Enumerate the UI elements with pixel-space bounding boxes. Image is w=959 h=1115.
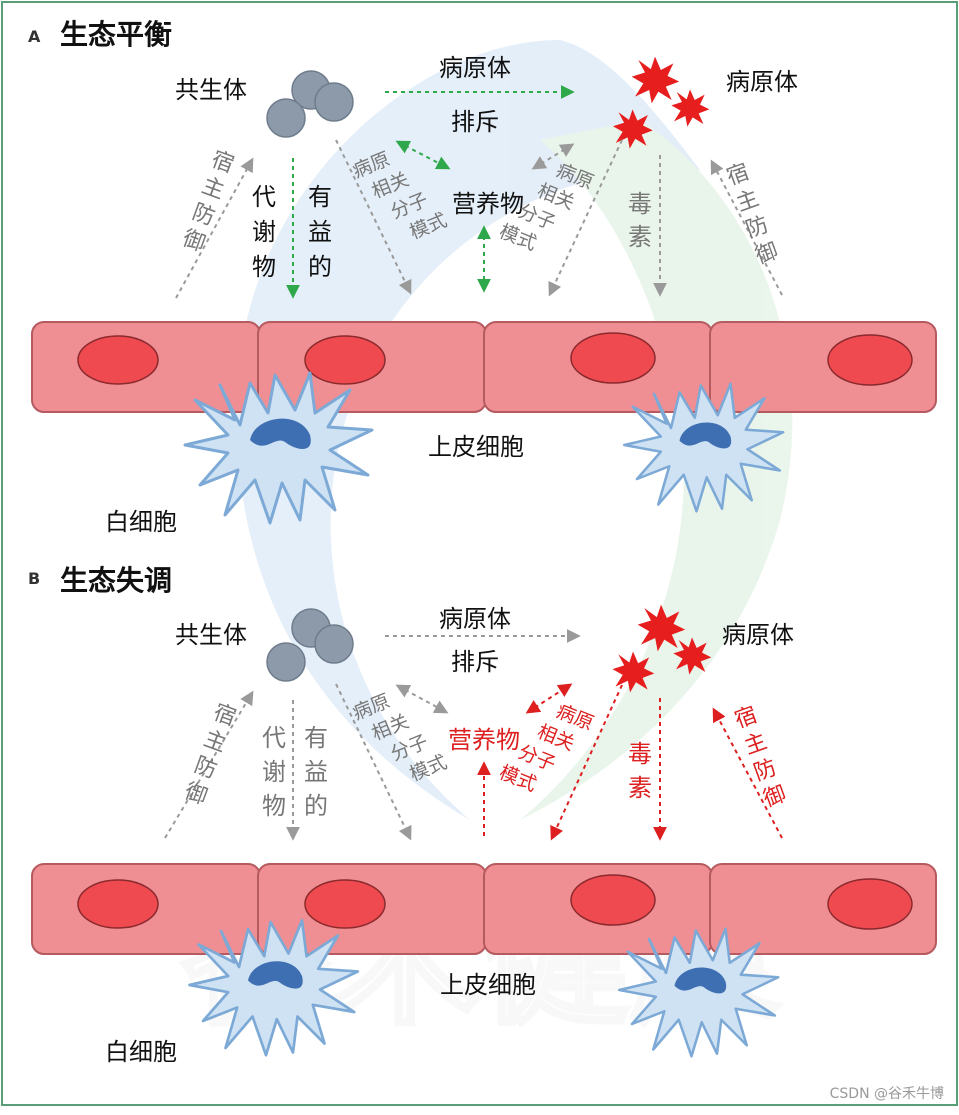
svg-text:主: 主 xyxy=(741,729,770,760)
pamp-left-label: 病原 相关 分子 模式 xyxy=(350,148,451,244)
exclusion-bottom-label: 排斥 xyxy=(451,108,499,136)
host-defense-right-arrow xyxy=(712,707,783,839)
svg-text:的: 的 xyxy=(304,792,328,820)
svg-text:毒: 毒 xyxy=(628,190,652,218)
host-defense-right-arrow xyxy=(710,159,783,296)
svg-text:谢: 谢 xyxy=(262,758,286,786)
exclusion-bottom-label: 排斥 xyxy=(451,648,499,676)
svg-text:有: 有 xyxy=(308,183,332,211)
panel-b-letter: B xyxy=(28,569,40,588)
epithelial-cell-icon xyxy=(709,863,937,955)
beneficial-label: 有 益 的 xyxy=(308,183,332,281)
svg-text:宿: 宿 xyxy=(208,147,237,178)
epithelial-cell-row xyxy=(31,321,937,413)
leukocyte-label: 白细胞 xyxy=(105,1038,177,1066)
panel-a: A 生态平衡 共生体 病原体 病原体 排斥 宿 主 防 御 xyxy=(28,18,937,536)
svg-text:防: 防 xyxy=(751,755,780,786)
svg-text:毒: 毒 xyxy=(628,740,652,768)
host-defense-left-arrow xyxy=(175,157,254,299)
pathogen-label: 病原体 xyxy=(726,68,798,96)
svg-text:物: 物 xyxy=(262,792,286,820)
toxins-label: 毒 素 xyxy=(628,190,652,251)
svg-text:防: 防 xyxy=(191,753,220,784)
svg-text:素: 素 xyxy=(628,774,652,802)
panel-a-letter: A xyxy=(28,27,41,46)
epithelial-cell-icon xyxy=(31,863,261,955)
leukocyte-label: 白细胞 xyxy=(105,508,177,536)
symbiont-label: 共生体 xyxy=(175,76,247,104)
nutrients-label: 营养物 xyxy=(452,190,524,218)
symbiont-cluster-icon xyxy=(266,608,354,682)
svg-text:宿: 宿 xyxy=(210,700,239,731)
svg-text:宿: 宿 xyxy=(724,160,753,191)
nutrients-symbiont-arrow xyxy=(395,140,451,170)
svg-text:代: 代 xyxy=(262,724,286,752)
nutrients-symbiont-arrow xyxy=(395,684,449,714)
panel-a-title: 生态平衡 xyxy=(60,18,172,51)
pamp-right-label: 病原 相关 分子 模式 xyxy=(496,159,597,255)
svg-text:素: 素 xyxy=(628,223,652,251)
epithelial-cell-icon xyxy=(31,321,261,413)
svg-text:御: 御 xyxy=(181,779,210,810)
epithelial-label: 上皮细胞 xyxy=(428,433,524,461)
symbiont-cluster-icon xyxy=(266,70,354,138)
svg-text:有: 有 xyxy=(304,724,328,752)
panel-b-title: 生态失调 xyxy=(60,564,172,597)
svg-text:御: 御 xyxy=(179,226,208,257)
pathogen-label: 病原体 xyxy=(722,621,794,649)
epithelial-cell-icon xyxy=(709,321,937,413)
metabolites-label: 代 谢 物 xyxy=(262,724,286,820)
svg-text:代: 代 xyxy=(252,183,276,211)
csdn-watermark: CSDN @谷禾牛博 xyxy=(830,1085,944,1102)
svg-text:防: 防 xyxy=(189,200,218,231)
svg-text:的: 的 xyxy=(308,253,332,281)
epithelial-cell-row xyxy=(31,863,937,955)
toxins-label: 毒 素 xyxy=(628,740,652,802)
panel-b: B 生态失调 共生体 病原体 病原体 排斥 宿 主 防 御 xyxy=(28,564,937,1066)
epithelial-cell-icon xyxy=(257,863,487,955)
epithelial-label: 上皮细胞 xyxy=(440,971,536,999)
svg-text:谢: 谢 xyxy=(252,218,276,246)
symbiont-label: 共生体 xyxy=(175,621,247,649)
svg-text:御: 御 xyxy=(760,782,789,813)
svg-text:物: 物 xyxy=(252,253,276,281)
epithelial-cell-icon xyxy=(257,321,487,413)
beneficial-label: 有 益 的 xyxy=(304,724,328,820)
svg-text:主: 主 xyxy=(733,186,762,217)
nutrients-label: 营养物 xyxy=(448,726,520,754)
svg-text:益: 益 xyxy=(304,758,328,786)
svg-text:主: 主 xyxy=(200,726,229,757)
exclusion-top-label: 病原体 xyxy=(439,605,511,633)
svg-text:宿: 宿 xyxy=(732,703,761,734)
svg-text:益: 益 xyxy=(308,218,332,246)
svg-text:主: 主 xyxy=(198,173,227,204)
metabolites-label: 代 谢 物 xyxy=(252,183,276,281)
host-defense-left-label: 宿 主 防 御 xyxy=(181,700,239,810)
exclusion-top-label: 病原体 xyxy=(439,54,511,82)
nutrients-pathogen-arrow xyxy=(525,683,573,714)
